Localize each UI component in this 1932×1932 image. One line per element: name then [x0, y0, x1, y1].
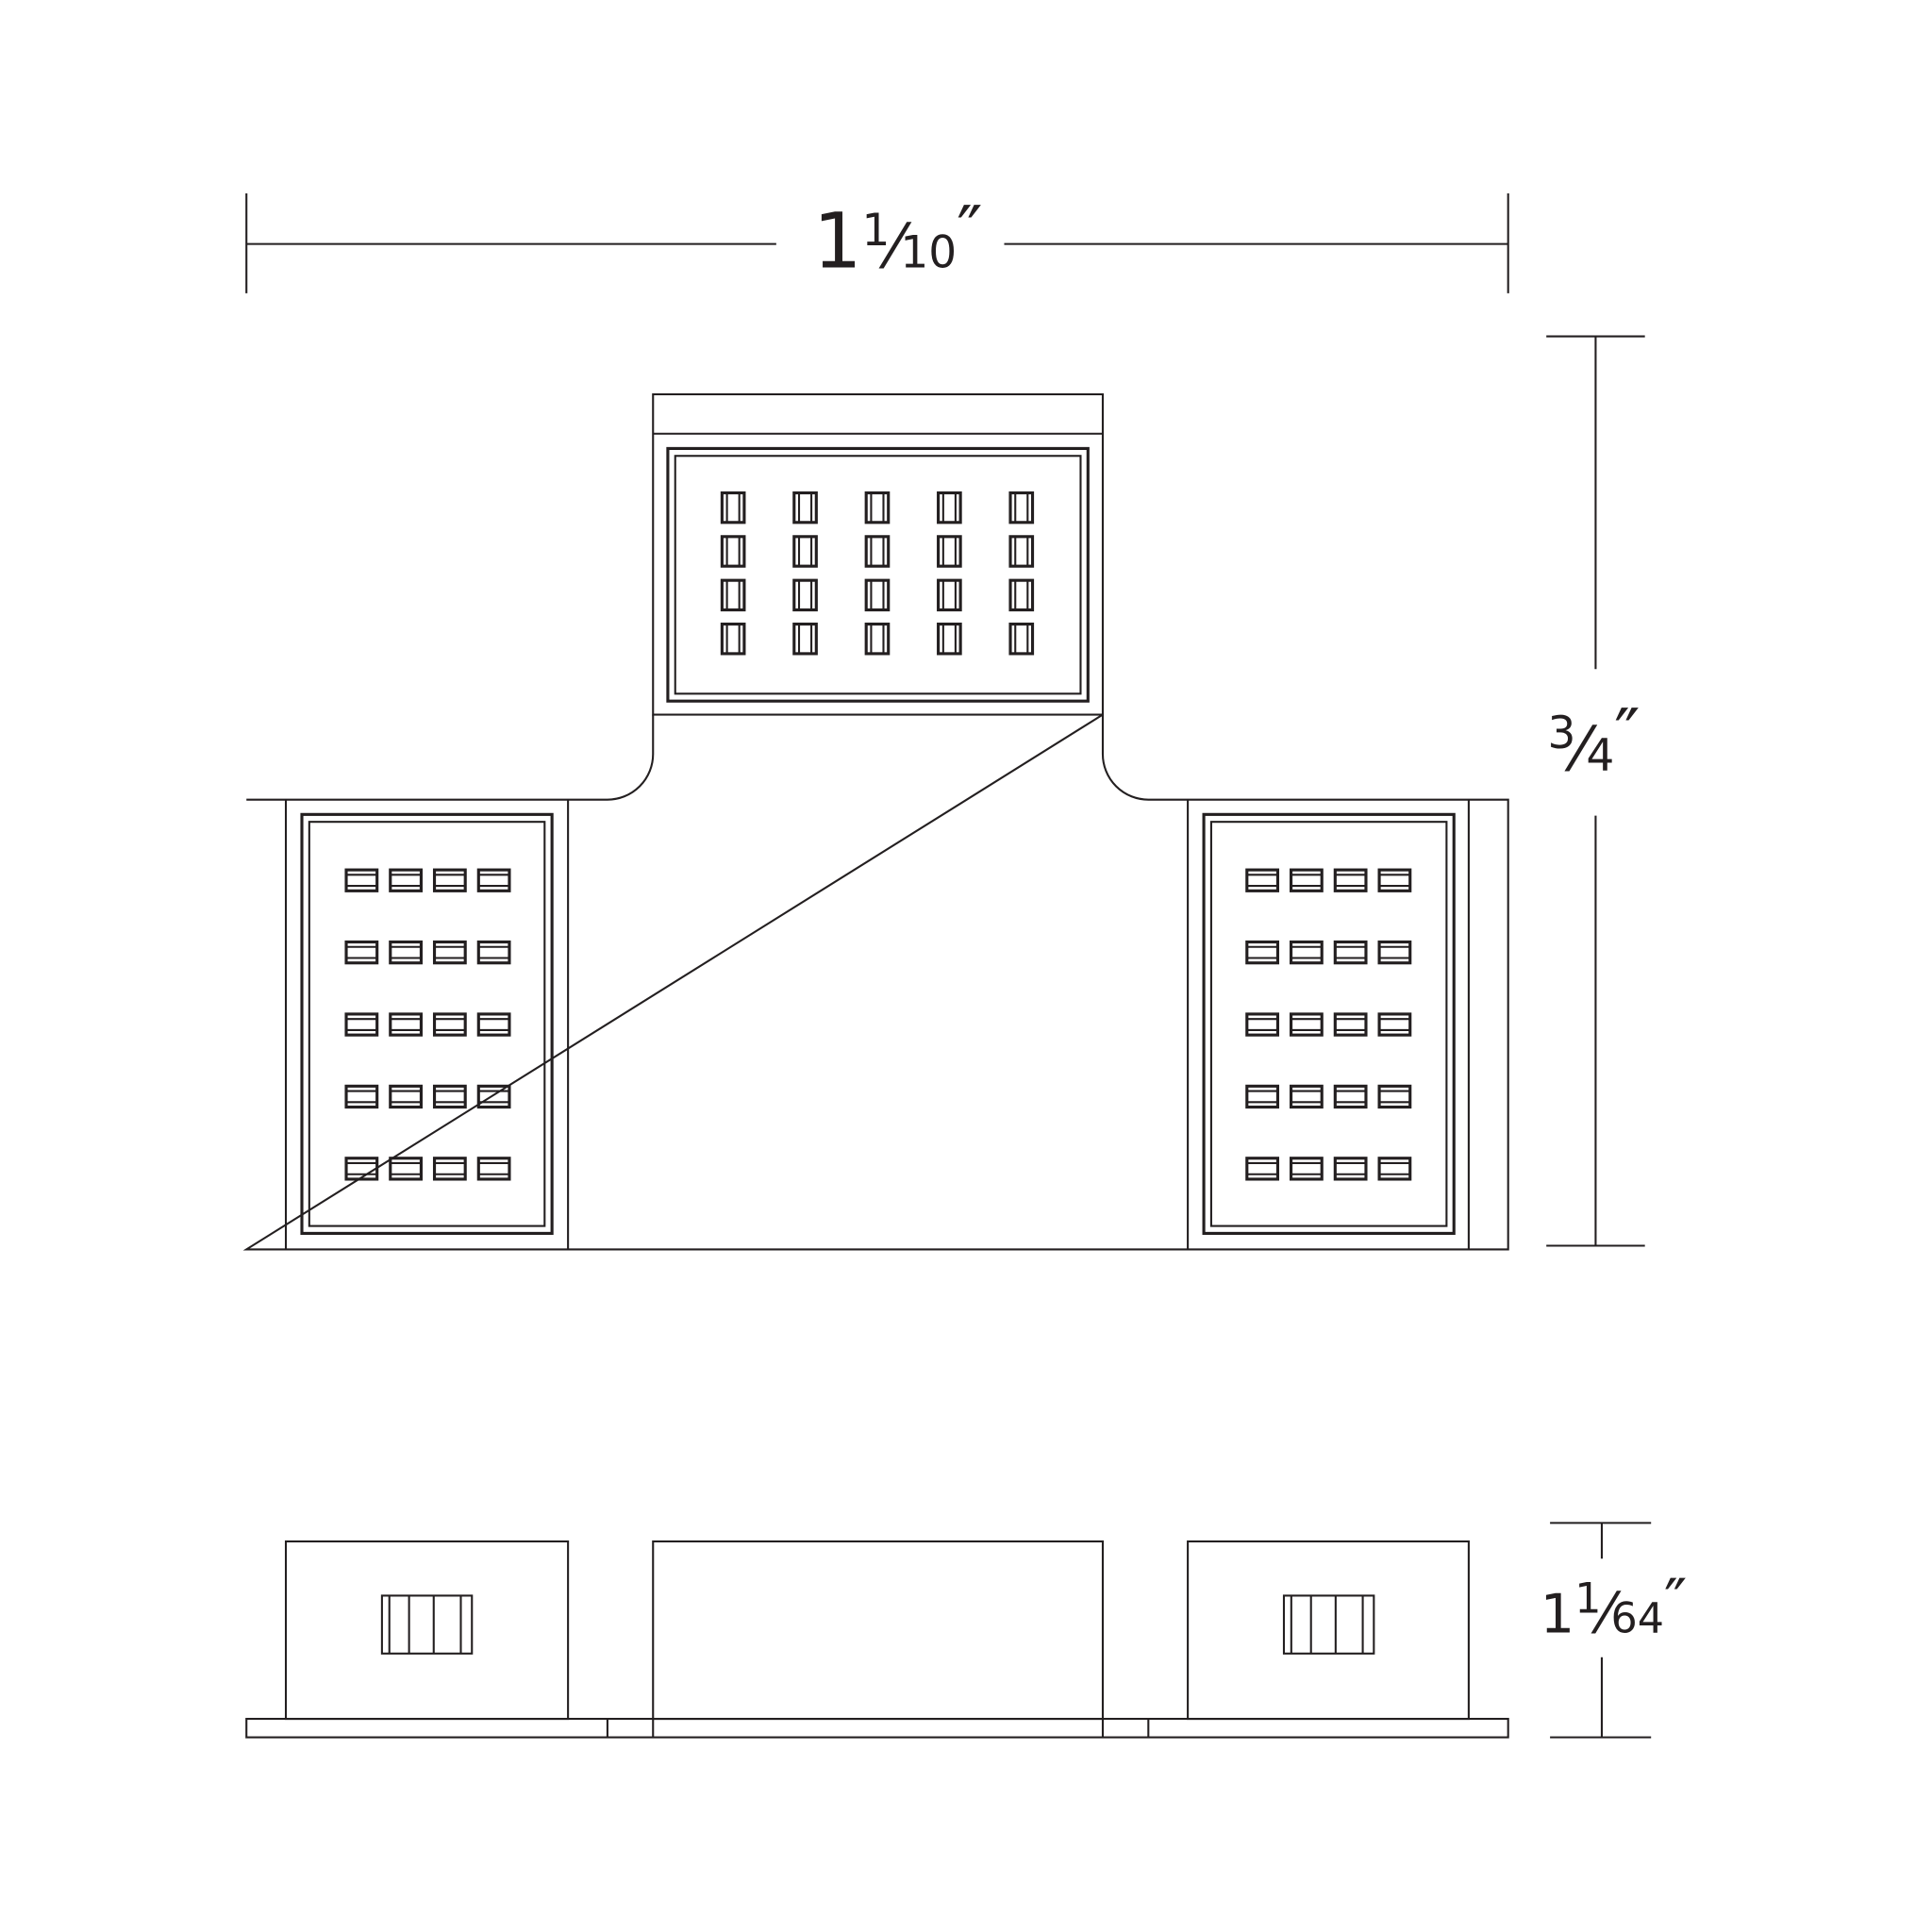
led-chip — [476, 868, 511, 892]
led-chip — [476, 1012, 511, 1037]
led-chip — [389, 868, 423, 892]
led-chip — [937, 491, 962, 525]
led-chip — [1377, 1012, 1412, 1037]
led-chip — [1008, 578, 1035, 612]
led-chip — [432, 1012, 467, 1037]
led-chip — [1377, 868, 1412, 892]
led-chip — [792, 535, 818, 568]
led-chip — [1245, 940, 1280, 965]
led-chip — [344, 1012, 379, 1037]
led-chip — [1289, 940, 1324, 965]
led-chip — [344, 1157, 379, 1181]
left-led-panel — [300, 812, 554, 1235]
led-chip — [1333, 868, 1368, 892]
led-chip — [1008, 535, 1035, 568]
led-chip — [1377, 940, 1412, 965]
led-chip — [1289, 868, 1324, 892]
led-chip — [476, 1084, 511, 1109]
led-chip — [792, 578, 818, 612]
led-chip — [937, 622, 962, 656]
led-chip — [389, 1157, 423, 1181]
connector — [380, 1594, 474, 1655]
led-chip — [344, 868, 379, 892]
width-dimension: 11⁄10″ — [245, 192, 1509, 293]
depth-dimension: 3⁄4″ — [1546, 335, 1645, 1247]
led-chip — [476, 1157, 511, 1181]
led-chip — [1333, 1157, 1368, 1181]
height-label: 11⁄64″ — [1541, 1566, 1688, 1646]
led-chip — [1245, 1157, 1280, 1181]
led-chip — [864, 622, 891, 656]
led-chip — [344, 940, 379, 965]
led-chip — [1289, 1084, 1324, 1109]
led-chip — [1289, 1012, 1324, 1037]
led-chip — [720, 622, 746, 656]
led-chip — [720, 491, 746, 525]
led-chip — [389, 1084, 423, 1109]
led-chip — [792, 622, 818, 656]
led-chip — [1008, 491, 1035, 525]
right-led-panel — [1202, 812, 1456, 1235]
center-module — [652, 1540, 1105, 1721]
led-chip — [1333, 1084, 1368, 1109]
led-chip — [389, 940, 423, 965]
led-chip — [432, 940, 467, 965]
led-chip — [1377, 1084, 1412, 1109]
led-chip — [344, 1084, 379, 1109]
connector — [1282, 1594, 1375, 1655]
center-led-panel — [666, 446, 1090, 703]
top-view — [242, 392, 1509, 1251]
led-chip — [1333, 1012, 1368, 1037]
led-chip — [864, 491, 891, 525]
led-chip — [1245, 1084, 1280, 1109]
depth-label: 3⁄4″ — [1547, 694, 1640, 785]
led-chip — [937, 535, 962, 568]
led-chip — [432, 1084, 467, 1109]
led-chip — [864, 535, 891, 568]
width-label: 11⁄10″ — [813, 192, 983, 286]
led-chip — [476, 940, 511, 965]
left-module — [284, 1540, 570, 1721]
led-chip — [864, 578, 891, 612]
led-chip — [937, 578, 962, 612]
led-chip — [432, 1157, 467, 1181]
side-view — [245, 1540, 1509, 1739]
led-chip — [1333, 940, 1368, 965]
led-chip — [1377, 1157, 1412, 1181]
led-chip — [720, 578, 746, 612]
led-chip — [432, 868, 467, 892]
right-module — [1187, 1540, 1470, 1721]
led-chip — [720, 535, 746, 568]
led-chip — [389, 1012, 423, 1037]
led-chip — [792, 491, 818, 525]
height-dimension: 11⁄64″ — [1541, 1522, 1688, 1739]
led-chip — [1008, 622, 1035, 656]
led-chip — [1245, 1012, 1280, 1037]
led-chip — [1289, 1157, 1324, 1181]
led-chip — [1245, 868, 1280, 892]
